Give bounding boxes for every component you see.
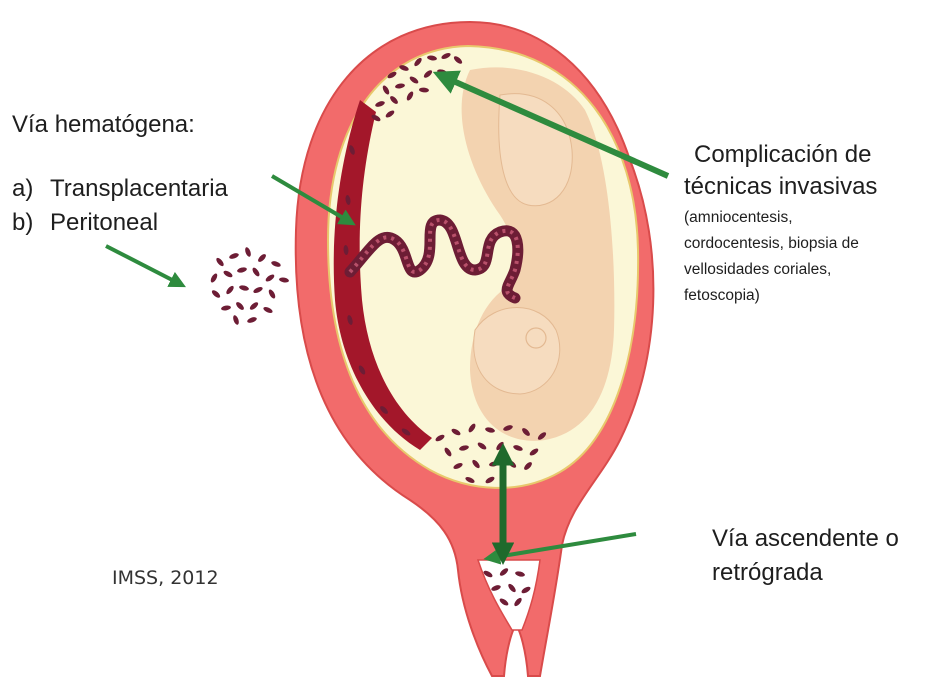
invasive-detail: fetoscopia): [684, 284, 760, 308]
hematogenous-item-peritoneal: b) Peritoneal: [12, 208, 158, 238]
invasive-title-line1: Complicación de: [694, 140, 871, 170]
hematogenous-title: Vía hematógena:: [12, 110, 195, 140]
ascending-label-line2: retrógrada: [712, 558, 823, 588]
source-credit: IMSS, 2012: [112, 566, 219, 590]
ascending-label-line1: Vía ascendente o: [712, 524, 899, 554]
item-text: Peritoneal: [50, 208, 158, 238]
bacteria-cluster-icon: [209, 246, 289, 325]
invasive-detail: cordocentesis, biopsia de: [684, 232, 859, 256]
item-marker: a): [12, 174, 50, 204]
invasive-detail: (amniocentesis,: [684, 206, 793, 230]
invasive-title-line2: técnicas invasivas: [684, 172, 877, 202]
item-text: Transplacentaria: [50, 174, 228, 204]
invasive-detail: vellosidades coriales,: [684, 258, 831, 282]
peritoneal-arrow: [106, 246, 180, 284]
item-marker: b): [12, 208, 50, 238]
hematogenous-item-transplacental: a) Transplacentaria: [12, 174, 228, 204]
